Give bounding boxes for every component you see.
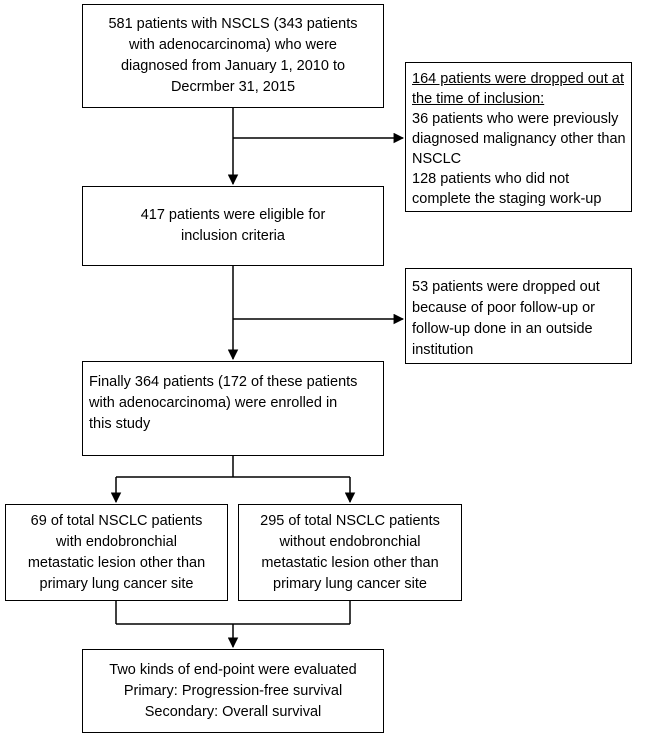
box-line: Primary: Progression-free survival [123,682,343,699]
box-line: Two kinds of end-point were evaluated [109,661,357,678]
without-lesion-box: 295 of total NSCLC patients without endo… [238,504,462,601]
box-line: primary lung cancer site [39,575,194,592]
box-line: 53 patients were dropped out [412,279,600,295]
box-line: 581 patients with NSCLS (343 patients [108,16,358,32]
dropped-heading: the time of inclusion: [412,91,545,107]
dropped-followup-box: 53 patients were dropped out because of … [405,268,632,364]
box-line: 417 patients were eligible for [140,207,326,223]
box-line: NSCLC [412,151,462,167]
box-line: institution [412,342,474,358]
box-line: 128 patients who did not [412,171,570,187]
box-line: metastatic lesion other than [261,554,439,571]
with-lesion-box: 69 of total NSCLC patients with endobron… [5,504,228,601]
box-line: metastatic lesion other than [27,554,206,571]
endpoint-box: Two kinds of end-point were evaluated Pr… [82,649,384,733]
box-line: with adenocarcinoma) who were [129,37,337,53]
box-line: 69 of total NSCLC patients [30,512,203,529]
enrolled-box: Finally 364 patients (172 of these patie… [82,361,384,456]
dropped-heading: 164 patients were dropped out at [412,71,625,87]
box-line: Finally 364 patients (172 of these patie… [89,374,358,390]
box-line: because of poor follow-up or [412,300,595,316]
box-line: diagnosed malignancy other than [412,131,626,147]
box-line: with adenocarcinoma) were enrolled in [89,395,338,411]
box-line: this study [89,416,151,432]
box-line: Decrmber 31, 2015 [170,79,296,95]
box-line: inclusion criteria [181,228,285,244]
box-line: complete the staging work-up [412,191,602,207]
box-line: with endobronchial [56,533,177,550]
eligible-box: 417 patients were eligible for inclusion… [82,186,384,266]
box-line: Secondary: Overall survival [144,703,322,720]
box-line: 295 of total NSCLC patients [260,512,440,529]
box-line: diagnosed from January 1, 2010 to [120,58,346,74]
box-line: primary lung cancer site [273,575,427,592]
box-line: 36 patients who were previously [412,111,619,127]
start-cohort-box: 581 patients with NSCLS (343 patients wi… [82,4,384,108]
dropped-inclusion-box: 164 patients were dropped out at the tim… [405,62,632,212]
box-line: without endobronchial [279,533,421,550]
box-line: follow-up done in an outside [412,321,593,337]
